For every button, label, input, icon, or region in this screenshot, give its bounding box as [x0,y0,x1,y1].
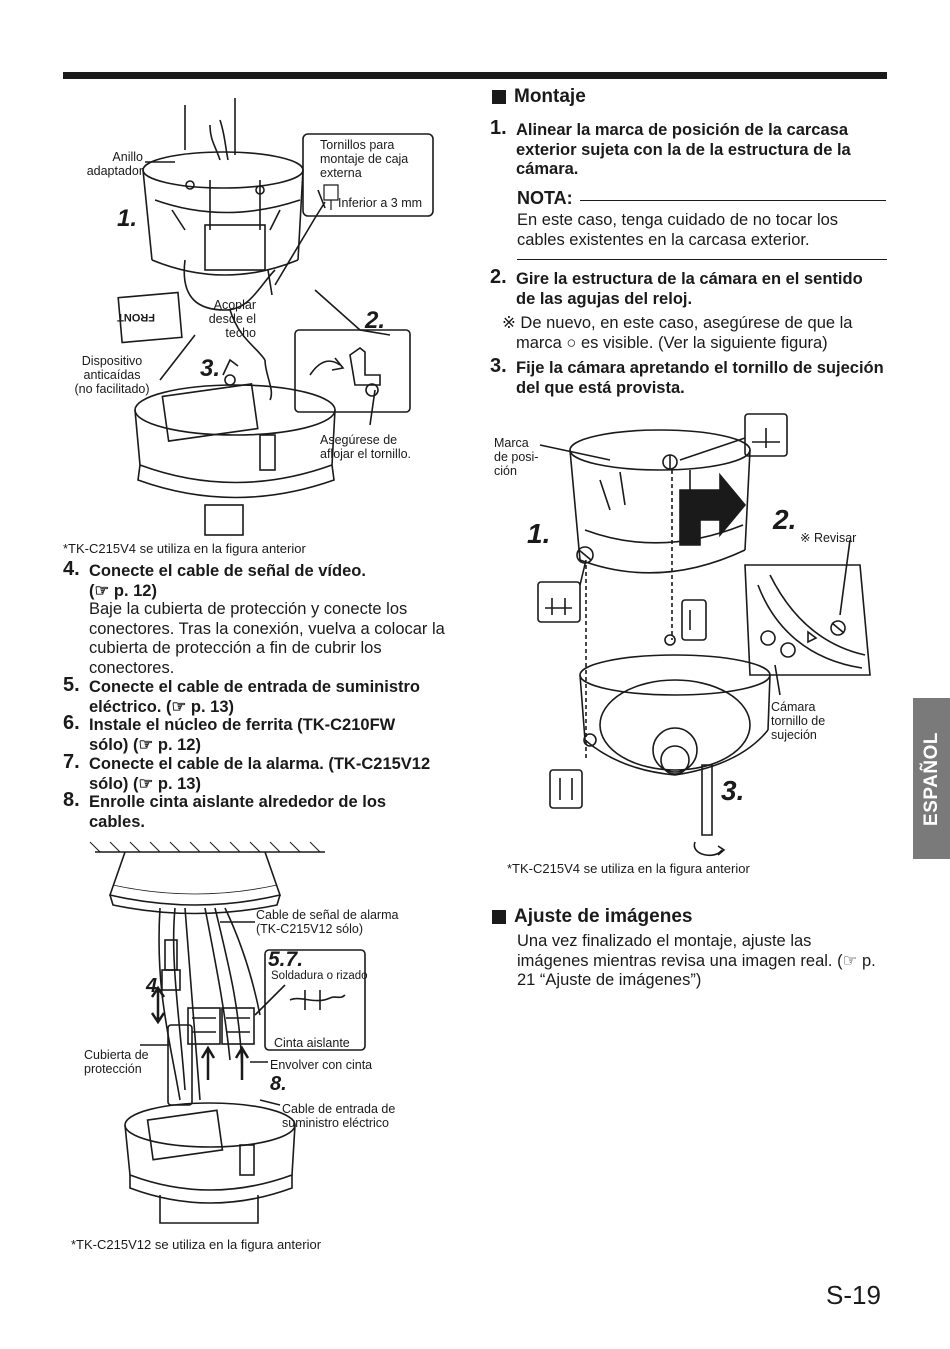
ajuste-body: Una vez finalizado el montaje, ajuste la… [517,932,876,989]
fig1-step-3: 3. [200,355,221,382]
figure-camera-alignment [537,413,871,857]
fig2-step-57: 5.7. [268,948,304,971]
section-ajuste: Ajuste de imágenes [492,906,692,928]
fig3-step-1: 1. [527,518,551,549]
label-under-3mm: Inferior a 3 mm [338,196,423,210]
fig1-footnote: *TK-C215V4 se utiliza en la figura anter… [63,541,306,556]
section-square-icon [492,90,506,104]
front-mark: FRONT [117,311,155,323]
step-4-body: Baje la cubierta de protección y conecte… [89,600,445,677]
fig2-step-8: 8. [270,1073,287,1095]
label-attach-ceiling: Acoplar desde el techo [208,298,256,340]
label-alarm-cable: Cable de señal de alarma (TK-C215V12 sól… [256,908,399,936]
page-number: S-19 [826,1280,881,1310]
fig2-step-4: 4. [146,975,163,997]
fig3-footnote: *TK-C215V4 se utiliza en la figura anter… [507,861,750,876]
label-box-screws: Tornillos para montaje de caja externa [320,138,409,180]
label-loosen-screw: Asegúrese de aflojar el tornillo. [320,433,412,461]
language-tab: ESPAÑOL [913,698,950,859]
section-montaje: Montaje [492,86,586,108]
fig1-step-1: 1. [117,205,138,232]
step-4: 4. Conecte el cable de señal de vídeo. (… [63,558,366,600]
step-5: 5.Conecte el cable de entrada de suminis… [63,674,421,716]
montaje-step-2: 2.Gire la estructura de la cámara en el … [490,266,863,308]
nota-body: En este caso, tenga cuidado de no tocar … [517,211,839,249]
fig3-step-3: 3. [721,775,745,806]
header-rule [63,72,887,79]
figure-cable-connection [89,841,366,1224]
fig3-step-2: 2. [773,504,797,535]
label-adapter-ring: Anillo adaptador [86,150,143,178]
figure-ceiling-mount: FRONT [117,98,434,536]
label-wrap-tape: Envolver con cinta [270,1058,373,1072]
label-power-cable: Cable de entrada de suministro eléctrico [282,1102,396,1130]
nota-bottom-line [517,259,887,260]
label-solder: Soldadura o rizado [271,970,368,982]
step-6: 6.Instale el núcleo de ferrita (TK-C210F… [63,712,396,754]
nota-label: NOTA: [517,188,573,208]
label-check: ※ Revisar [800,531,857,545]
step-7: 7.Conecte el cable de la alarma. (TK-C21… [63,751,431,793]
label-fixing-screw: Cámara tornillo de sujeción [771,700,826,742]
label-protective-cover: Cubierta de protección [84,1048,149,1076]
label-position-mark: Marca de posi- ción [494,436,539,478]
montaje-step-3: 3.Fije la cámara apretando el tornillo d… [490,355,884,397]
label-insulating-tape: Cinta aislante [274,1036,350,1050]
section-square-icon-2 [492,910,506,924]
fig2-footnote: *TK-C215V12 se utiliza en la figura ante… [71,1237,322,1252]
label-antifall-device: Dispositivo anticaídas (no facilitado) [74,354,150,396]
fig1-step-2: 2. [365,307,386,334]
montaje-step-1: 1.Alinear la marca de posición de la car… [490,117,851,178]
nota-line [580,200,886,201]
step-8: 8.Enrolle cinta aislante alrededor de lo… [63,789,387,831]
montaje-step-2-note: ※ De nuevo, en este caso, asegúrese de q… [502,314,853,352]
